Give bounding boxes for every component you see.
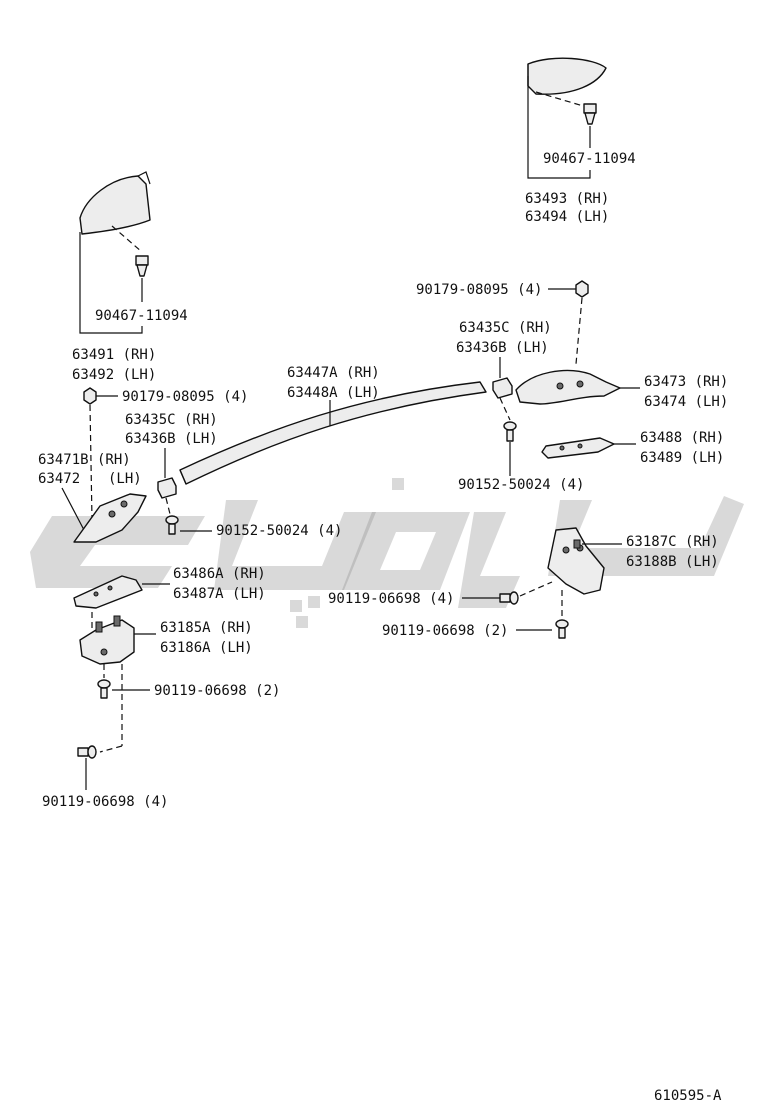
part-number-63447a: 63447A (RH) xyxy=(287,365,380,381)
roof-rail-bar xyxy=(179,381,487,485)
bolt-icon xyxy=(499,591,519,605)
part-number-63493: 63493 (RH) xyxy=(525,191,609,207)
part-number-63436b-left: 63436B (LH) xyxy=(125,431,218,447)
nut-icon xyxy=(83,387,97,405)
part-number-63494: 63494 (LH) xyxy=(525,209,609,225)
part-number-63489: 63489 (LH) xyxy=(640,450,724,466)
clip-icon xyxy=(583,103,597,125)
bracket-part-left xyxy=(73,493,147,543)
rubber-block-left xyxy=(157,477,177,499)
part-number-63448a: 63448A (LH) xyxy=(287,385,380,401)
part-number-63492: 63492 (LH) xyxy=(72,367,156,383)
figure-id: 610595-A xyxy=(654,1088,722,1104)
end-cap-rh-top xyxy=(527,57,607,95)
part-number-63188b: 63188B (LH) xyxy=(626,554,719,570)
leg-support-part-left xyxy=(79,615,135,665)
part-number-90119-mid2: 90119-06698 (2) xyxy=(382,623,508,639)
part-number-90152-right: 90152-50024 (4) xyxy=(458,477,584,493)
part-number-90179-right: 90179-08095 (4) xyxy=(416,282,542,298)
rubber-block-right xyxy=(492,377,513,399)
part-number-63472-side: (LH) xyxy=(108,471,142,487)
part-number-90119-left2: 90119-06698 (2) xyxy=(154,683,280,699)
pad-part-left xyxy=(73,575,143,609)
part-number-63187c: 63187C (RH) xyxy=(626,534,719,550)
bracket-part-right xyxy=(515,369,621,405)
bolt-icon xyxy=(165,515,179,535)
part-number-90152-left: 90152-50024 (4) xyxy=(216,523,342,539)
bolt-icon xyxy=(503,421,517,442)
part-number-90179-left: 90179-08095 (4) xyxy=(122,389,248,405)
bolt-icon xyxy=(77,745,97,759)
part-number-63436b-right: 63436B (LH) xyxy=(456,340,549,356)
end-cap-lh-top xyxy=(79,171,151,235)
part-number-63491: 63491 (RH) xyxy=(72,347,156,363)
leg-support-part-right xyxy=(547,527,605,595)
part-number-90467-top: 90467-11094 xyxy=(543,151,636,167)
part-number-63488: 63488 (RH) xyxy=(640,430,724,446)
nut-icon xyxy=(575,280,589,298)
part-number-90119-left4: 90119-06698 (4) xyxy=(42,794,168,810)
part-number-63472: 63472 xyxy=(38,471,80,487)
part-number-63486a: 63486A (RH) xyxy=(173,566,266,582)
part-number-63435c-right: 63435C (RH) xyxy=(459,320,552,336)
part-number-63487a: 63487A (LH) xyxy=(173,586,266,602)
bolt-icon xyxy=(555,619,569,639)
bolt-icon xyxy=(97,679,111,699)
part-number-63473: 63473 (RH) xyxy=(644,374,728,390)
part-number-63471b: 63471B (RH) xyxy=(38,452,131,468)
pad-part-right xyxy=(541,437,615,459)
part-number-90467-left: 90467-11094 xyxy=(95,308,188,324)
part-number-63185a: 63185A (RH) xyxy=(160,620,253,636)
watermark-logo xyxy=(30,478,744,628)
part-number-63474: 63474 (LH) xyxy=(644,394,728,410)
part-number-63186a: 63186A (LH) xyxy=(160,640,253,656)
part-number-63435c-left: 63435C (RH) xyxy=(125,412,218,428)
clip-icon xyxy=(135,255,149,277)
part-number-90119-mid4: 90119-06698 (4) xyxy=(328,591,454,607)
